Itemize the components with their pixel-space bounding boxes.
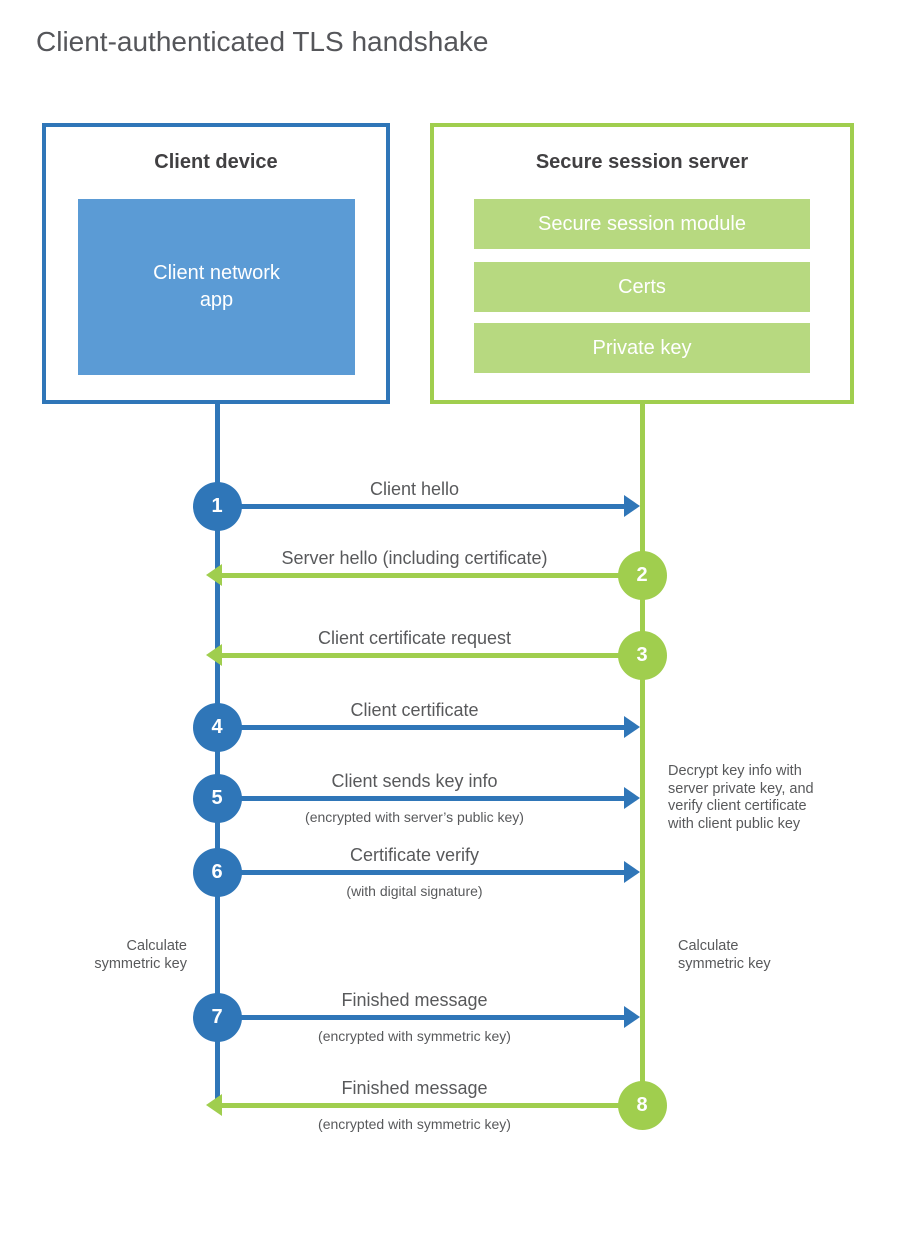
message-arrow-shaft	[217, 869, 624, 875]
message-label: Finished message	[341, 1078, 488, 1098]
server-box: Secure session server Secure session mod…	[430, 123, 854, 404]
message-number-badge: 3	[617, 630, 667, 680]
client-network-app-box: Client network app	[78, 199, 355, 375]
message-sublabel: (with digital signature)	[346, 883, 483, 899]
client-lifeline	[214, 404, 220, 1108]
message-sublabel: (encrypted with server’s public key)	[305, 809, 524, 825]
message-arrowhead-icon	[624, 495, 640, 517]
message-arrow-shaft	[222, 652, 642, 658]
message-arrowhead-icon	[206, 1094, 222, 1116]
page-title: Client-authenticated TLS handshake	[36, 26, 489, 57]
message-label: Client certificate	[350, 700, 479, 720]
message-arrow-shaft	[222, 1102, 642, 1108]
server-private-key-bar: Private key	[474, 323, 810, 373]
message-arrow-shaft	[222, 572, 642, 578]
client-network-app-label: Client network app	[153, 262, 280, 311]
message-sublabel: (encrypted with symmetric key)	[318, 1028, 511, 1044]
message-label: Client certificate request	[317, 628, 512, 648]
client-device-title: Client device	[154, 151, 278, 173]
annotation-client-calculate: Calculate symmetric key	[94, 938, 187, 972]
message-arrowhead-icon	[206, 644, 222, 666]
message-number-badge: 8	[617, 1080, 667, 1130]
message-arrowhead-icon	[624, 1006, 640, 1028]
message-arrow-shaft	[217, 724, 624, 730]
message-sublabel: (encrypted with symmetric key)	[318, 1116, 511, 1132]
server-lifeline	[639, 404, 645, 1105]
message-number-badge: 1	[192, 481, 242, 531]
message-label: Server hello (including certificate)	[281, 548, 548, 568]
message-arrowhead-icon	[624, 716, 640, 738]
server-certs-bar: Certs	[474, 262, 810, 312]
message-number-badge: 6	[192, 847, 242, 897]
message-number-badge: 7	[192, 992, 242, 1042]
message-label: Client sends key info	[331, 771, 498, 791]
message-arrowhead-icon	[624, 861, 640, 883]
annotation-server-calculate: Calculate symmetric key	[678, 938, 771, 972]
annotation-decrypt-note: Decrypt key info with server private key…	[668, 763, 814, 832]
message-arrow-shaft	[217, 795, 624, 801]
message-arrowhead-icon	[206, 564, 222, 586]
server-title: Secure session server	[535, 151, 749, 173]
message-arrow-shaft	[217, 503, 624, 509]
message-arrow-shaft	[217, 1014, 624, 1020]
message-label: Finished message	[341, 990, 488, 1010]
message-number-badge: 4	[192, 702, 242, 752]
server-module-bar: Secure session module	[474, 199, 810, 249]
client-device-box: Client device Client network app	[42, 123, 390, 404]
message-arrowhead-icon	[624, 787, 640, 809]
message-number-badge: 2	[617, 550, 667, 600]
message-label: Certificate verify	[349, 845, 480, 865]
message-label: Client hello	[369, 479, 460, 499]
message-number-badge: 5	[192, 773, 242, 823]
